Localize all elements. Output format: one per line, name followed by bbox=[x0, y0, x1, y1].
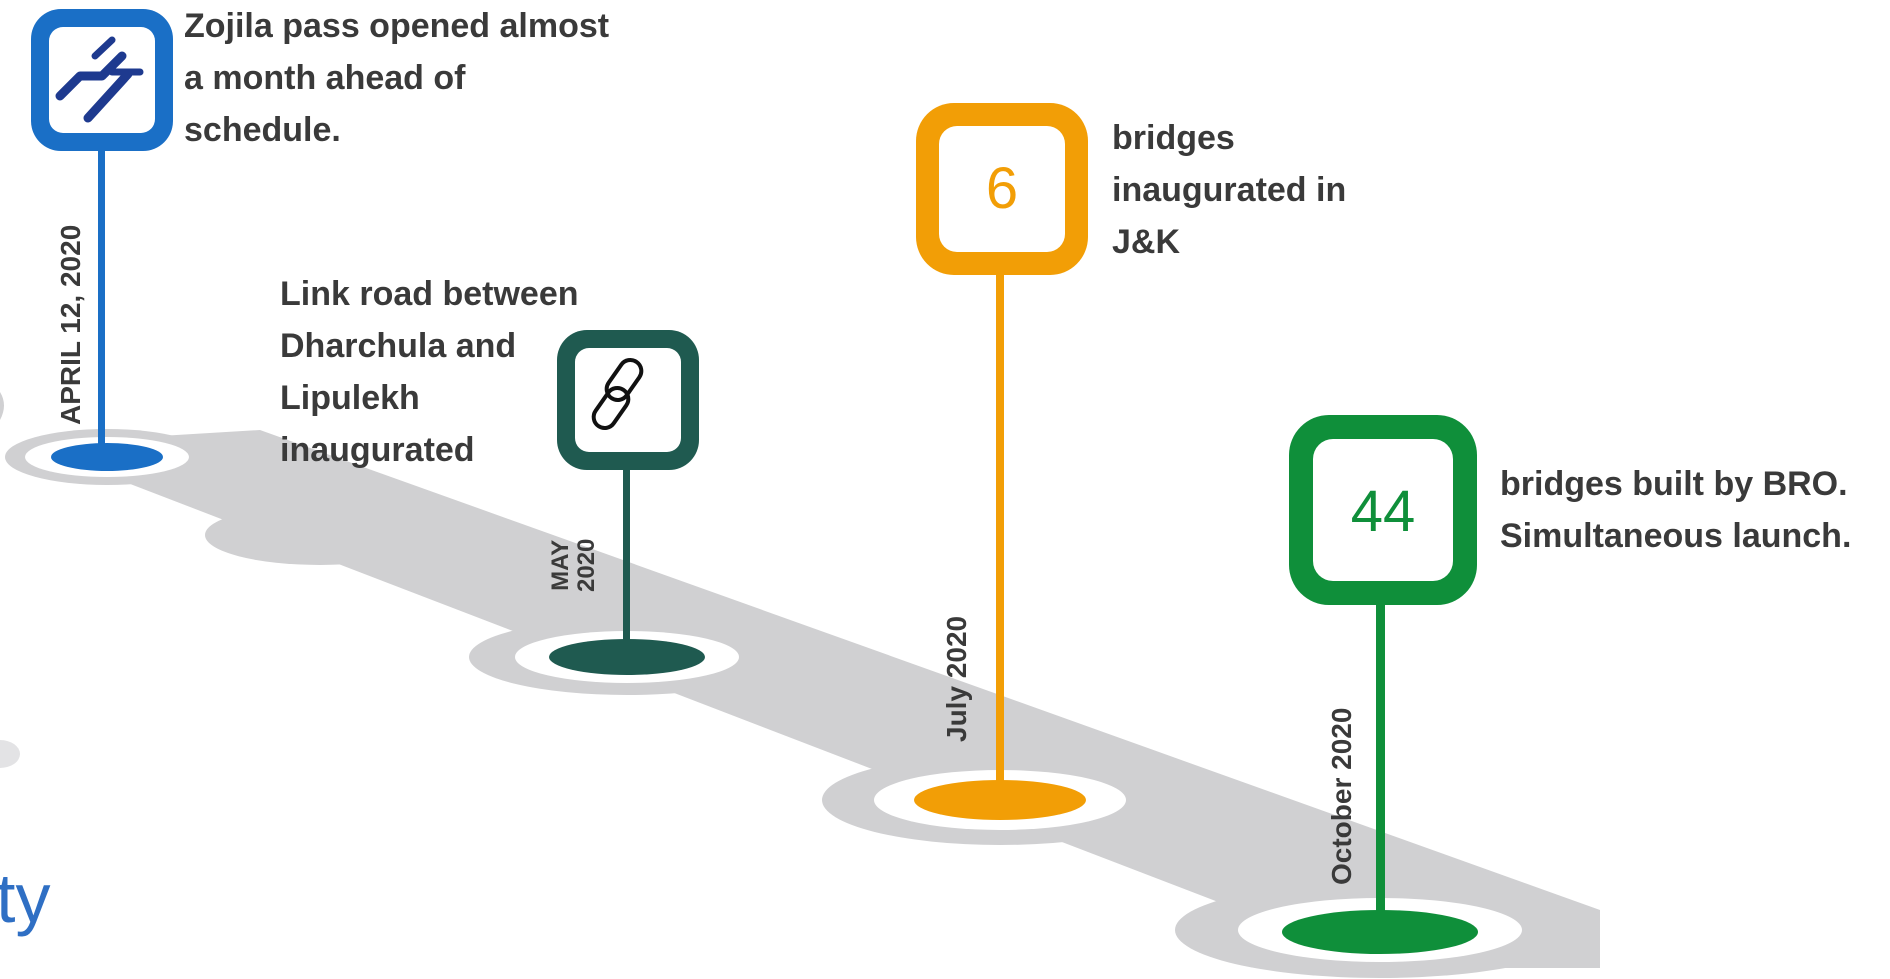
milestone-4-pole bbox=[1376, 600, 1385, 930]
milestone-4-description: bridges built by BRO. Simultaneous launc… bbox=[1500, 458, 1851, 562]
milestone-1-line-1: Zojila pass opened almost bbox=[184, 7, 610, 45]
milestone-2-date-year: 2020 bbox=[573, 538, 600, 592]
milestone-3-marker bbox=[822, 103, 1178, 845]
milestone-2-line-1: Link road between bbox=[280, 275, 579, 313]
milestone-4-date: October 2020 bbox=[1326, 707, 1357, 885]
road-edge-fragment bbox=[0, 392, 4, 420]
milestone-3-line-2: inaugurated in bbox=[1112, 171, 1347, 209]
milestone-1-pole bbox=[98, 145, 105, 457]
milestone-2-line-3: Lipulekh bbox=[280, 379, 420, 417]
milestone-1-base bbox=[51, 443, 163, 471]
milestone-4-base bbox=[1282, 910, 1478, 954]
pass-road-icon bbox=[55, 36, 144, 123]
milestone-3-line-3: J&K bbox=[1112, 223, 1181, 261]
milestone-2-date-month: MAY bbox=[547, 539, 574, 591]
milestone-3-pole bbox=[996, 270, 1004, 800]
milestone-4-number: 44 bbox=[1350, 479, 1416, 544]
milestone-2-pole bbox=[623, 460, 630, 657]
cropped-title-fragment: ty bbox=[0, 859, 51, 937]
milestone-4-line-2: Simultaneous launch. bbox=[1500, 517, 1852, 555]
milestone-1-line-2: a month ahead of bbox=[184, 59, 466, 97]
milestone-3-line-1: bridges bbox=[1112, 119, 1235, 157]
milestone-3-number: 6 bbox=[985, 156, 1019, 221]
milestone-3-icon-inner bbox=[939, 126, 1065, 252]
milestone-1-description: Zojila pass opened almost a month ahead … bbox=[184, 0, 609, 156]
timeline-road bbox=[95, 430, 1600, 968]
milestone-2-marker bbox=[469, 330, 785, 695]
milestone-1-date: APRIL 12, 2020 bbox=[55, 224, 86, 425]
milestone-4-line-1: bridges built by BRO. bbox=[1500, 465, 1848, 503]
milestone-1-marker bbox=[5, 9, 209, 485]
milestone-2-date: MAY 2020 bbox=[547, 538, 600, 592]
milestone-2-description: Link road between Dharchula and Lipulekh… bbox=[280, 268, 579, 476]
road-edge-fragment bbox=[0, 740, 20, 768]
milestone-1-line-3: schedule. bbox=[184, 111, 341, 149]
milestone-3-description: bridges inaugurated in J&K bbox=[1112, 112, 1346, 268]
milestone-2-line-4: inaugurated bbox=[280, 431, 475, 469]
milestone-4-marker bbox=[1175, 415, 1585, 978]
milestone-3-date: July 2020 bbox=[941, 615, 972, 742]
road-stop-ring bbox=[205, 505, 435, 565]
milestone-4-icon-inner bbox=[1313, 439, 1453, 581]
milestone-2-line-2: Dharchula and bbox=[280, 327, 517, 365]
chain-link-icon bbox=[591, 357, 644, 431]
